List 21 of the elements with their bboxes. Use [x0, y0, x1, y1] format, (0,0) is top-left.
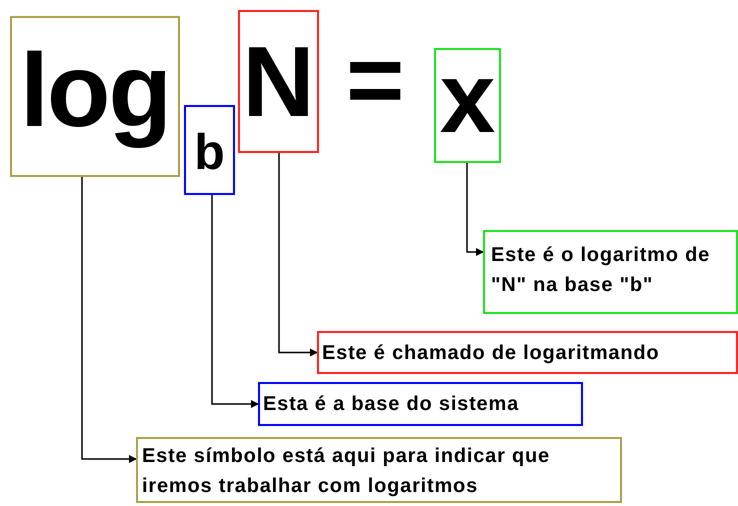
leader-arrow — [81, 177, 137, 463]
note-box — [258, 382, 583, 426]
note-text: Este é o logaritmo de "N" na base "b" — [491, 243, 712, 298]
leader-arrow — [211, 195, 259, 408]
note-text: Esta é a base do sistema — [263, 392, 519, 417]
note-box — [136, 437, 622, 503]
note-box — [317, 331, 738, 374]
result-symbol: x — [440, 48, 496, 156]
symbol-box — [434, 48, 501, 163]
leader-arrow — [278, 153, 318, 356]
argument-symbol: N — [242, 32, 315, 132]
base-symbol: b — [194, 127, 225, 182]
note-box — [483, 230, 738, 314]
leader-arrow — [466, 163, 484, 256]
symbol-box — [238, 10, 319, 153]
note-text: Este símbolo está aqui para indicar que iremos trabalhar com logaritmos — [142, 444, 551, 499]
log-symbol: log — [20, 38, 170, 150]
equals-sign: = — [346, 30, 404, 130]
note-text: Este é chamado de logaritmando — [322, 340, 660, 366]
symbol-box — [184, 105, 235, 195]
symbol-box — [10, 16, 180, 177]
